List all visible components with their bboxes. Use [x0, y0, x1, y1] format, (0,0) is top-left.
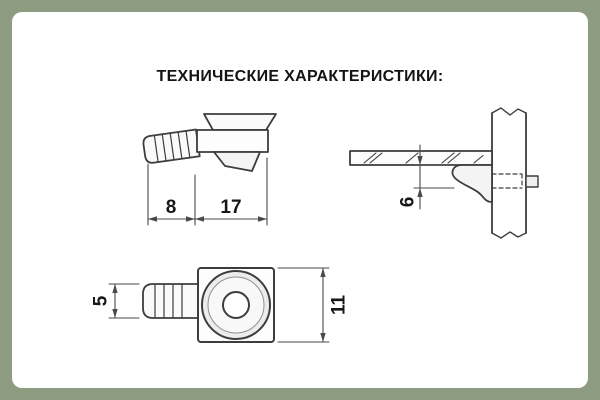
page-title: ТЕХНИЧЕСКИЕ ХАРАКТЕРИСТИКИ: — [156, 68, 444, 85]
side-view-body — [196, 113, 277, 172]
panel-cross-section — [491, 107, 527, 239]
pin-tip — [525, 175, 539, 188]
front-view-drawing — [142, 267, 275, 343]
mounted-support — [451, 164, 539, 203]
side-view-pin — [142, 128, 201, 164]
dim-11 — [277, 267, 330, 343]
dimension-labels: 8 17 5 11 6 — [91, 197, 419, 315]
dim-label-offset: 6 — [398, 197, 419, 208]
dim-6 — [413, 144, 455, 210]
front-view-pin — [142, 283, 199, 319]
dim-label-body-height: 11 — [329, 295, 350, 316]
installation-view-drawing — [349, 107, 539, 239]
dim-label-pin-diameter: 5 — [91, 295, 112, 306]
dim-8-17 — [147, 157, 268, 226]
dim-label-pin-length: 8 — [166, 197, 177, 218]
dim-label-body-length: 17 — [220, 197, 241, 218]
front-view-body — [197, 267, 275, 343]
center-hole — [222, 291, 250, 319]
dim-5 — [108, 283, 140, 319]
dimension-lines — [108, 144, 455, 343]
technical-drawing: 8 17 5 11 6 — [91, 107, 539, 343]
spec-panel: ТЕХНИЧЕСКИЕ ХАРАКТЕРИСТИКИ: — [12, 12, 588, 388]
side-view-drawing — [142, 113, 277, 172]
